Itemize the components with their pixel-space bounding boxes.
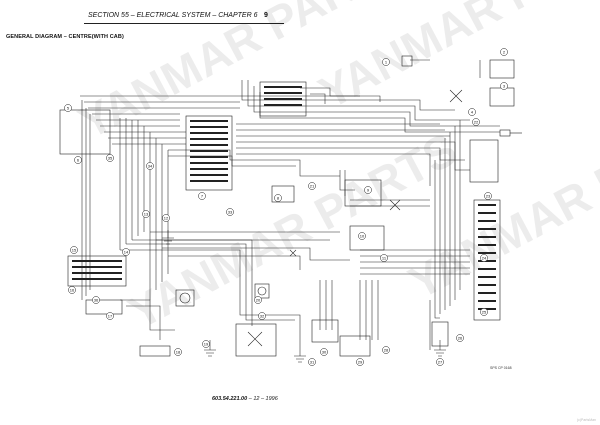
callout-number: 11 xyxy=(382,255,387,260)
callout-circle xyxy=(472,118,480,126)
callout-circle xyxy=(146,162,154,170)
callout-circle xyxy=(68,286,76,294)
callout-circle xyxy=(174,348,182,356)
callout-number: 28 xyxy=(384,347,389,352)
page-number: 9 xyxy=(264,12,268,19)
callout-number: 33 xyxy=(228,209,233,214)
callout-number: 16 xyxy=(70,287,75,292)
callout-number: 15 xyxy=(72,247,77,252)
callout-circle xyxy=(320,348,328,356)
callout-circle xyxy=(500,48,508,56)
diagram-title: GENERAL DIAGRAM – CENTRE(WITH CAB) xyxy=(6,34,124,40)
callout-number: 22 xyxy=(474,119,479,124)
callout-number: 25 xyxy=(482,309,487,314)
callout-number: 24 xyxy=(482,255,487,260)
callout-number: 5 xyxy=(67,105,70,110)
section-title: SECTION 55 – ELECTRICAL SYSTEM – CHAPTER… xyxy=(88,12,258,19)
callout-number: 14 xyxy=(124,249,129,254)
callout-circle xyxy=(64,104,72,112)
watermark-text: YANMAR PARTS xyxy=(120,123,465,339)
watermark-text: YANMAR PARTS xyxy=(310,0,600,119)
callout-circle xyxy=(468,108,476,116)
header-rule xyxy=(84,23,284,24)
page-footer: 603.54.221.00 – 12 – 1996 xyxy=(212,396,278,402)
callout-number: 4 xyxy=(471,109,474,114)
callout-circle xyxy=(308,182,316,190)
callout-circle xyxy=(70,246,78,254)
callout-circle xyxy=(356,358,364,366)
callout-circle xyxy=(226,208,234,216)
callout-number: 9 xyxy=(367,187,370,192)
callout-number: 31 xyxy=(310,359,315,364)
callout-circle xyxy=(484,192,492,200)
publication-date: 12 – 1996 xyxy=(253,396,278,402)
callout-circle xyxy=(382,346,390,354)
callout-number: 27 xyxy=(438,359,443,364)
callout-number: 29 xyxy=(358,359,363,364)
callout-circle xyxy=(162,214,170,222)
page-header: SECTION 55 – ELECTRICAL SYSTEM – CHAPTER… xyxy=(88,12,388,24)
callout-number: 19 xyxy=(204,341,209,346)
callout-circle xyxy=(274,194,282,202)
callout-circle xyxy=(382,58,390,66)
reference-code: SPS CP 0168 xyxy=(490,366,512,370)
callout-circle xyxy=(198,192,206,200)
callout-number: 20 xyxy=(256,297,261,302)
callout-number: 17 xyxy=(108,313,113,318)
callout-number: 1 xyxy=(385,59,388,64)
callout-circle xyxy=(92,296,100,304)
callout-circle xyxy=(480,308,488,316)
callout-circle xyxy=(254,296,262,304)
callout-circle xyxy=(436,358,444,366)
callout-number: 35 xyxy=(108,155,113,160)
credit-text: (c)PartsMan xyxy=(576,418,596,422)
callout-number: 6 xyxy=(77,157,80,162)
callout-circle xyxy=(500,82,508,90)
callout-number: 26 xyxy=(458,335,463,340)
callout-circle xyxy=(106,154,114,162)
callout-circle xyxy=(358,232,366,240)
callout-circle xyxy=(202,340,210,348)
callout-number: 10 xyxy=(360,233,365,238)
callout-number: 8 xyxy=(277,195,280,200)
callout-circle xyxy=(106,312,114,320)
callout-circle xyxy=(456,334,464,342)
callout-number: 30 xyxy=(322,349,327,354)
callout-number: 18 xyxy=(176,349,181,354)
callout-circle xyxy=(308,358,316,366)
footer-separator: – xyxy=(247,396,254,402)
callout-number: 32 xyxy=(260,313,265,318)
publication-code: 603.54.221.00 xyxy=(212,396,248,402)
callout-circle xyxy=(258,312,266,320)
callout-circle xyxy=(74,156,82,164)
callout-circle xyxy=(380,254,388,262)
callout-number: 2 xyxy=(503,49,506,54)
callout-number: 36 xyxy=(94,297,99,302)
callout-circle xyxy=(480,254,488,262)
callout-number: 23 xyxy=(486,193,491,198)
callout-number: 34 xyxy=(148,163,153,168)
callout-number: 3 xyxy=(503,83,506,88)
callout-circle xyxy=(142,210,150,218)
callout-circle xyxy=(364,186,372,194)
callout-circle xyxy=(122,248,130,256)
callout-number: 13 xyxy=(144,211,149,216)
callout-number: 7 xyxy=(201,193,204,198)
callout-number: 21 xyxy=(310,183,315,188)
callout-number: 12 xyxy=(164,215,169,220)
